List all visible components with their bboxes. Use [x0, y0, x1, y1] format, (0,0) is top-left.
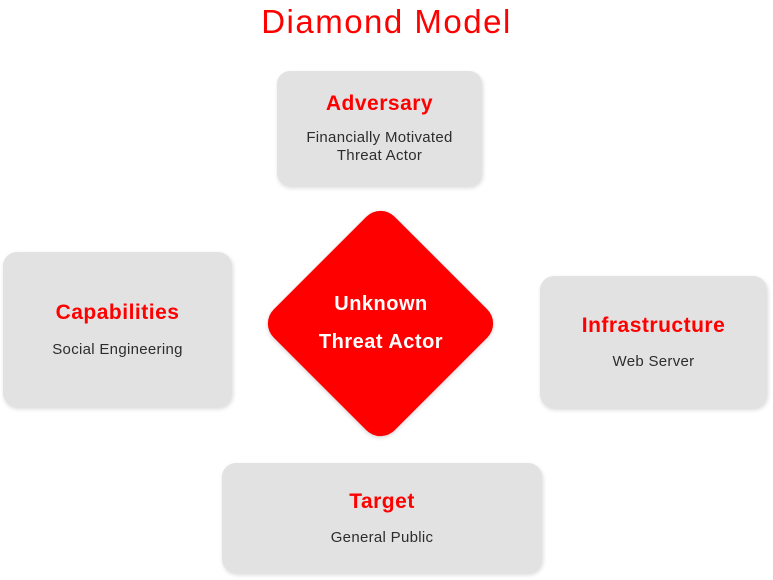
diamond-label-line1: Unknown: [334, 293, 428, 315]
node-target-description: General Public: [330, 528, 434, 546]
node-adversary-description: Financially Motivated Threat Actor: [306, 129, 453, 164]
node-capabilities-description: Social Engineering: [52, 340, 183, 358]
page-title: Diamond Model: [261, 3, 512, 40]
node-target: Target General Public: [222, 463, 542, 573]
node-infrastructure-label: Infrastructure: [581, 313, 726, 337]
diamond-center-label: Unknown Threat Actor: [281, 294, 481, 352]
node-capabilities: Capabilities Social Engineering: [3, 252, 232, 407]
node-adversary: Adversary Financially Motivated Threat A…: [277, 71, 482, 186]
node-capabilities-label: Capabilities: [55, 300, 180, 324]
node-target-label: Target: [349, 489, 415, 513]
node-adversary-label: Adversary: [325, 92, 434, 115]
diamond-label-line2: Threat Actor: [318, 331, 444, 353]
node-infrastructure-description: Web Server: [612, 352, 695, 370]
node-infrastructure: Infrastructure Web Server: [540, 276, 767, 408]
